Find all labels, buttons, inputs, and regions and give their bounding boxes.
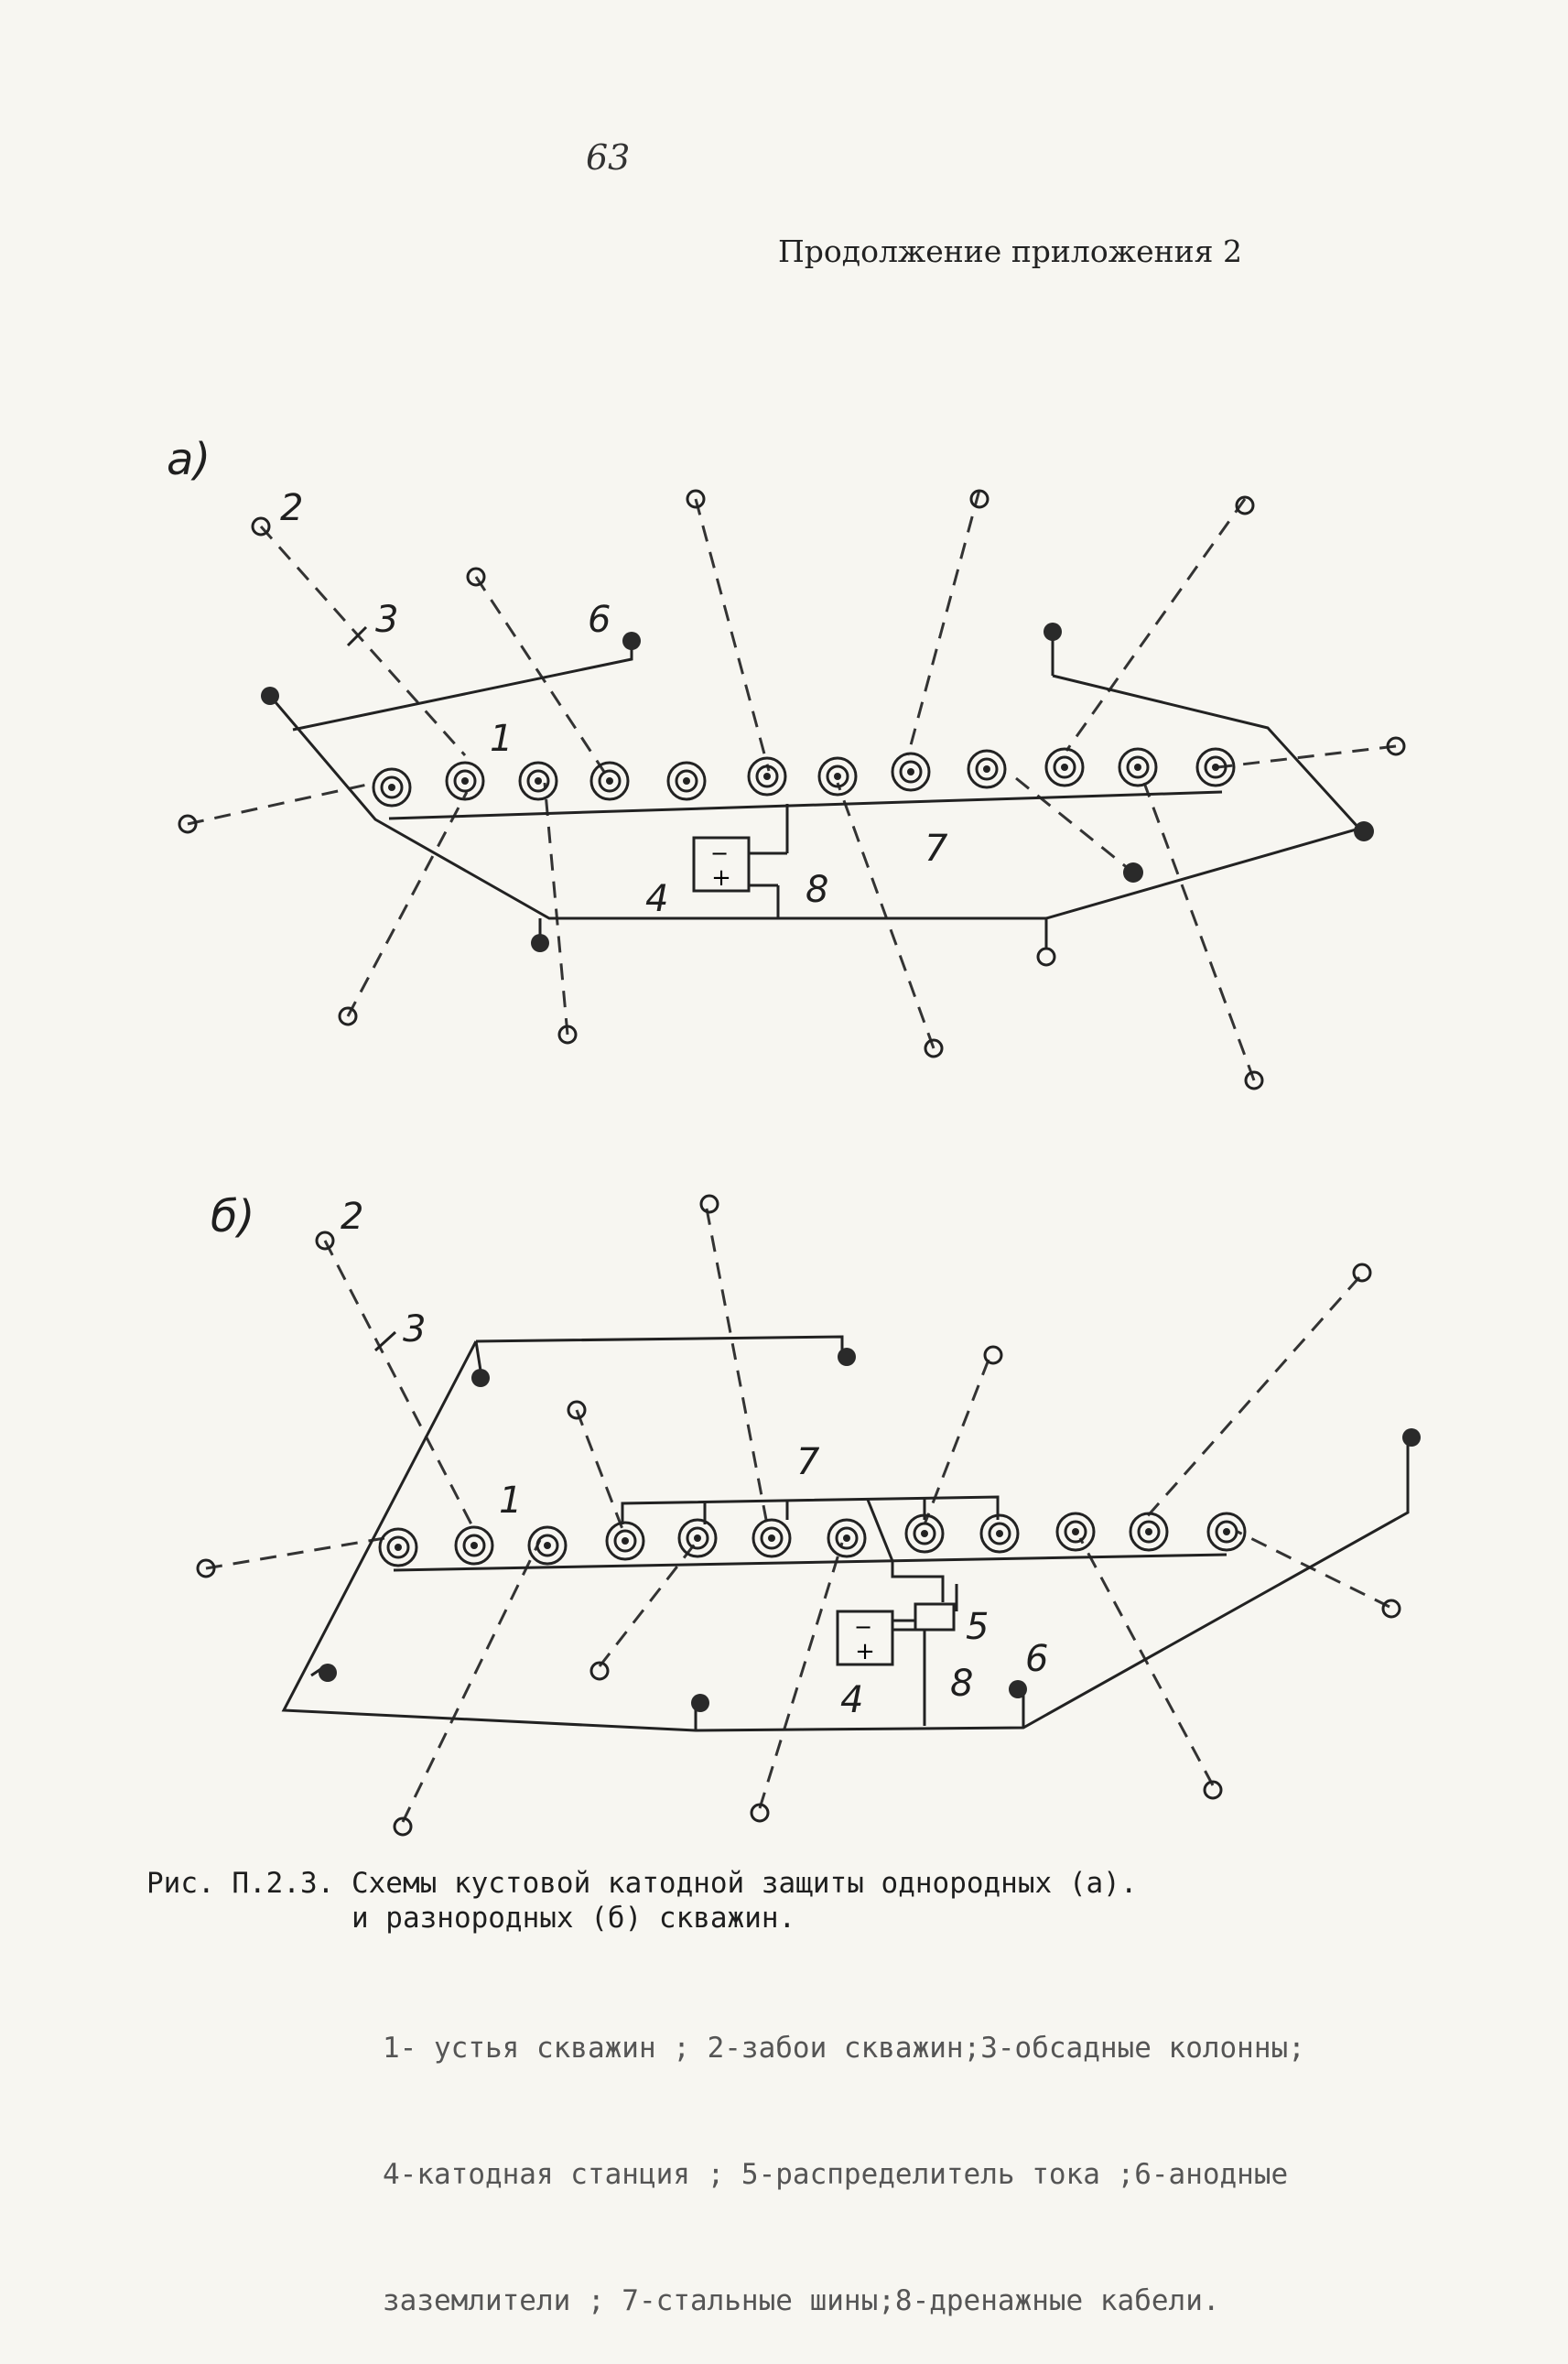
page-number: 63 bbox=[586, 137, 631, 178]
station-minus-b: − bbox=[854, 1614, 872, 1640]
panel-a-diagram: а) bbox=[167, 434, 1406, 1090]
panel-a-cathodic-station: − + bbox=[692, 836, 751, 893]
label-5-b: 5 bbox=[966, 1606, 989, 1648]
cathodic-protection-figure: а) bbox=[167, 434, 1421, 1837]
panel-b-casing-lines bbox=[205, 1208, 1390, 1823]
label-7-b: 7 bbox=[796, 1441, 820, 1483]
label-8-b: 8 bbox=[950, 1663, 973, 1705]
label-3-b: 3 bbox=[403, 1308, 426, 1350]
caption-legend-line2: 4-катодная станция ; 5-распределитель то… bbox=[383, 2158, 1289, 2191]
caption-title-line2: и разнородных (б) скважин. bbox=[146, 1902, 796, 1935]
panel-b-diagram: б) bbox=[196, 1191, 1421, 1837]
label-2-b: 2 bbox=[341, 1196, 363, 1238]
panel-a-label: а) bbox=[167, 434, 211, 485]
label-7-a: 7 bbox=[925, 828, 948, 870]
caption-legend-line1: 1- устья скважин ; 2-забои скважин;3-обс… bbox=[383, 2032, 1305, 2065]
panel-a-bottom-holes bbox=[178, 489, 1406, 1090]
label-1-a: 1 bbox=[490, 718, 513, 760]
label-4-b: 4 bbox=[840, 1679, 863, 1721]
label-2-a: 2 bbox=[280, 487, 303, 529]
label-6-a: 6 bbox=[588, 599, 611, 641]
label-3-a: 3 bbox=[375, 599, 398, 641]
panel-a-steel-bus bbox=[388, 790, 1223, 855]
label-8-a: 8 bbox=[806, 869, 828, 911]
panel-b-bottom-holes bbox=[196, 1194, 1401, 1837]
current-distributor bbox=[914, 1602, 956, 1632]
panel-a-casing-lines bbox=[187, 489, 1397, 1081]
label-4-a: 4 bbox=[645, 878, 668, 920]
caption-legend: 1- устья скважин ; 2-забои скважин;3-обс… bbox=[383, 1943, 1305, 2364]
panel-b-label: б) bbox=[211, 1191, 254, 1242]
station-plus-b: + bbox=[855, 1638, 875, 1665]
label-1-b: 1 bbox=[499, 1480, 522, 1522]
caption-title-line1: Рис. П.2.3. Схемы кустовой катодной защи… bbox=[146, 1867, 1138, 1900]
label-6-b: 6 bbox=[1025, 1638, 1048, 1680]
panel-b-anodes bbox=[319, 1348, 1421, 1712]
appendix-continuation-note: Продолжение приложения 2 bbox=[778, 233, 1242, 269]
caption-legend-line3: заземлители ; 7-стальные шины;8-дренажны… bbox=[383, 2284, 1220, 2317]
panel-b-cathodic-station: − + bbox=[836, 1610, 894, 1666]
station-plus: + bbox=[711, 864, 731, 892]
figure-caption: Рис. П.2.3. Схемы кустовой катодной защи… bbox=[146, 1866, 1501, 1936]
panel-a-anodes bbox=[261, 623, 1374, 952]
station-minus: − bbox=[710, 840, 729, 866]
